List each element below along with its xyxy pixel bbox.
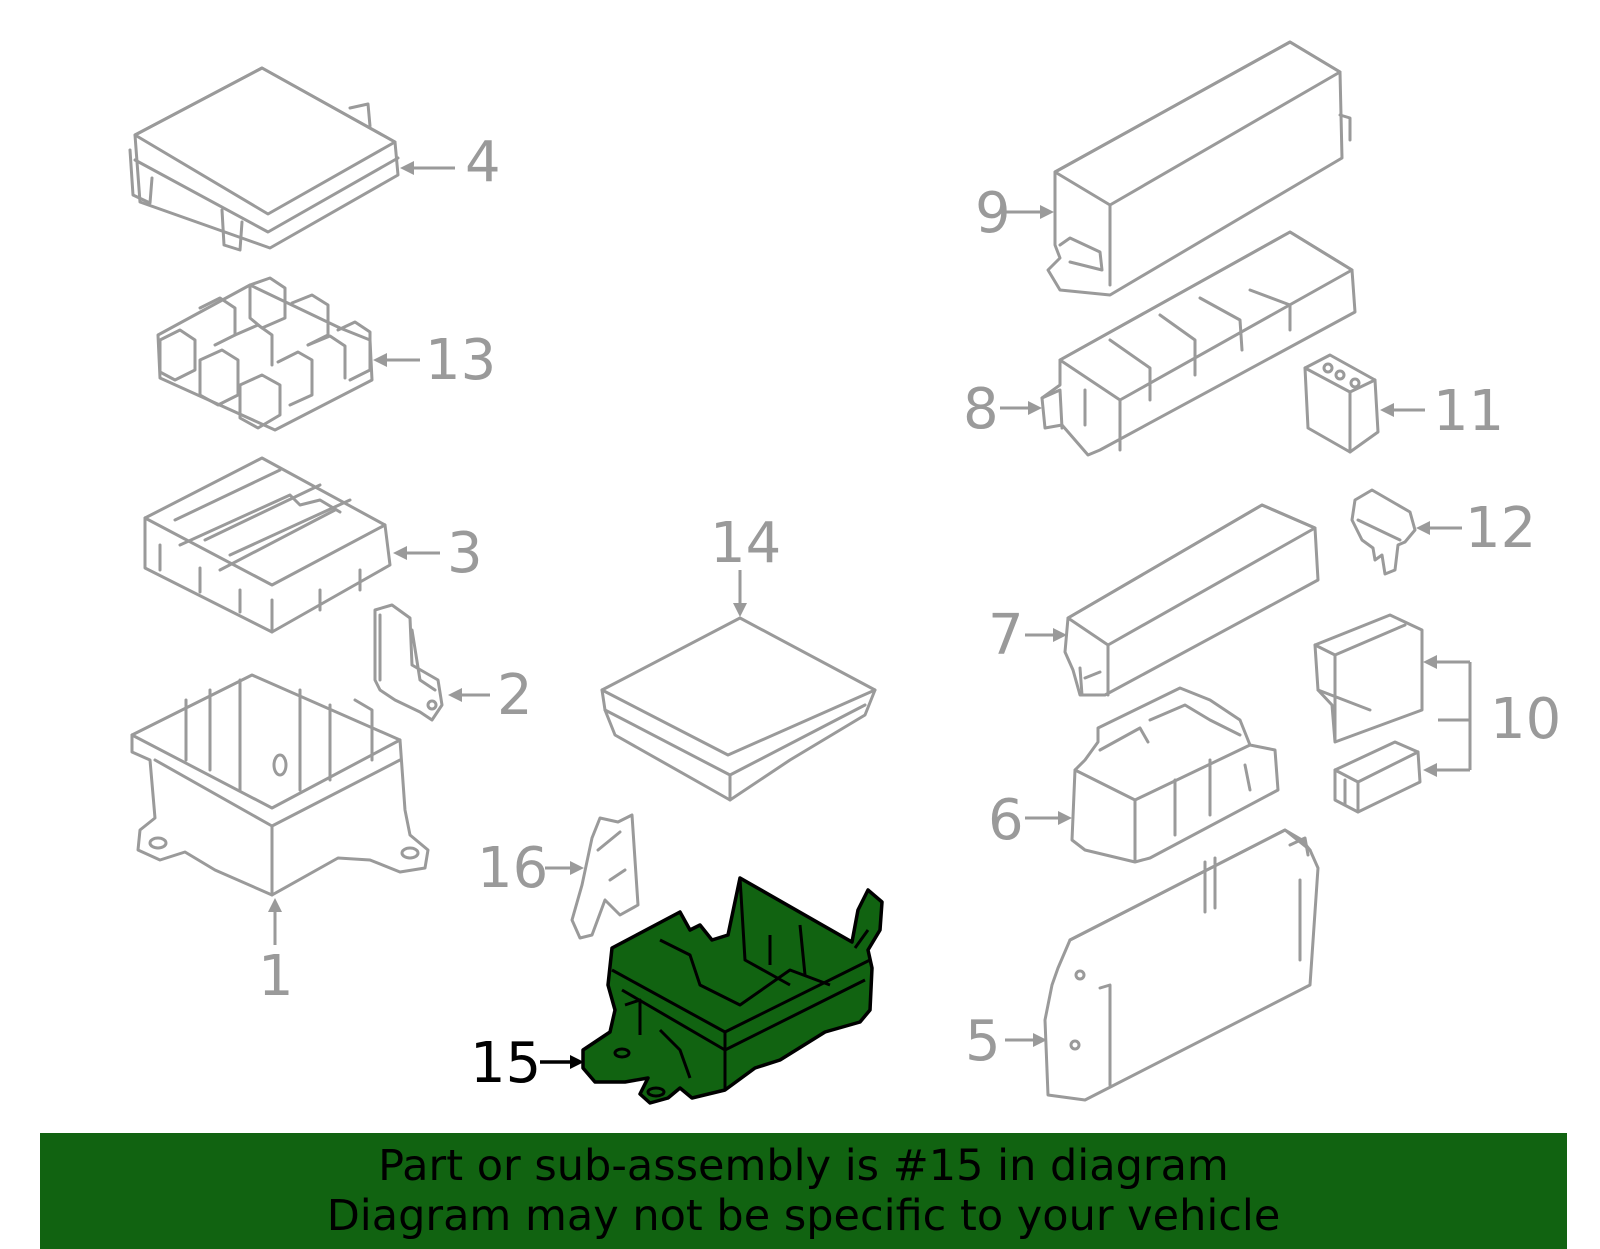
callout-7: 7 (988, 603, 1024, 668)
part-5-module[interactable] (1043, 828, 1320, 1102)
arrow-6 (1025, 811, 1072, 825)
callout-15: 15 (470, 1031, 541, 1096)
arrow-5 (1005, 1033, 1047, 1047)
callout-1: 1 (258, 944, 294, 1009)
callout-5: 5 (965, 1009, 1001, 1074)
arrow-9 (1005, 205, 1054, 219)
callout-2: 2 (497, 663, 533, 728)
callout-16: 16 (477, 836, 548, 901)
arrow-13 (373, 353, 420, 367)
part-6-junction[interactable] (1070, 686, 1280, 864)
callout-11: 11 (1433, 379, 1504, 444)
callout-6: 6 (988, 788, 1024, 853)
part-7-module[interactable] (1063, 503, 1320, 697)
part-15-highlighted[interactable] (581, 876, 884, 1105)
part-14-cover[interactable] (600, 616, 877, 802)
arrow-15 (540, 1055, 584, 1069)
part-16-bracket[interactable] (570, 813, 640, 940)
arrow-7 (1025, 628, 1067, 642)
part-4-cover[interactable] (128, 66, 400, 252)
callout-12: 12 (1465, 496, 1536, 561)
info-banner: Part or sub-assembly is #15 in diagram D… (40, 1133, 1567, 1249)
arrow-12 (1416, 521, 1462, 535)
callout-10: 10 (1490, 687, 1561, 752)
part-11-relay[interactable] (1303, 353, 1380, 454)
part-3-fuse-block[interactable] (143, 456, 392, 634)
part-1-lower-box[interactable] (130, 673, 430, 897)
arrow-16 (545, 861, 584, 875)
callout-4: 4 (465, 130, 501, 195)
callout-13: 13 (425, 328, 496, 393)
arrow-14 (733, 570, 747, 617)
arrow-2 (448, 688, 490, 702)
banner-line-2: Diagram may not be specific to your vehi… (326, 1191, 1281, 1241)
part-2-bracket[interactable] (373, 603, 444, 722)
callout-9: 9 (975, 181, 1011, 246)
arrow-3 (393, 546, 440, 560)
arrow-11 (1380, 403, 1425, 417)
bracket-10 (1423, 655, 1472, 777)
part-9-cover[interactable] (1046, 40, 1352, 297)
part-12-clip[interactable] (1350, 488, 1417, 576)
arrow-4 (400, 161, 455, 175)
arrow-1 (268, 898, 282, 945)
callout-8: 8 (963, 377, 999, 442)
arrow-8 (1000, 401, 1042, 415)
banner-line-1: Part or sub-assembly is #15 in diagram (378, 1141, 1229, 1191)
part-10-relays[interactable] (1313, 613, 1424, 814)
parts-diagram: 4 13 3 2 (128, 40, 1561, 1105)
callout-3: 3 (447, 521, 483, 586)
part-13-relays[interactable] (156, 276, 374, 432)
part-8-relay-box[interactable] (1040, 230, 1357, 457)
callout-14: 14 (710, 511, 781, 576)
